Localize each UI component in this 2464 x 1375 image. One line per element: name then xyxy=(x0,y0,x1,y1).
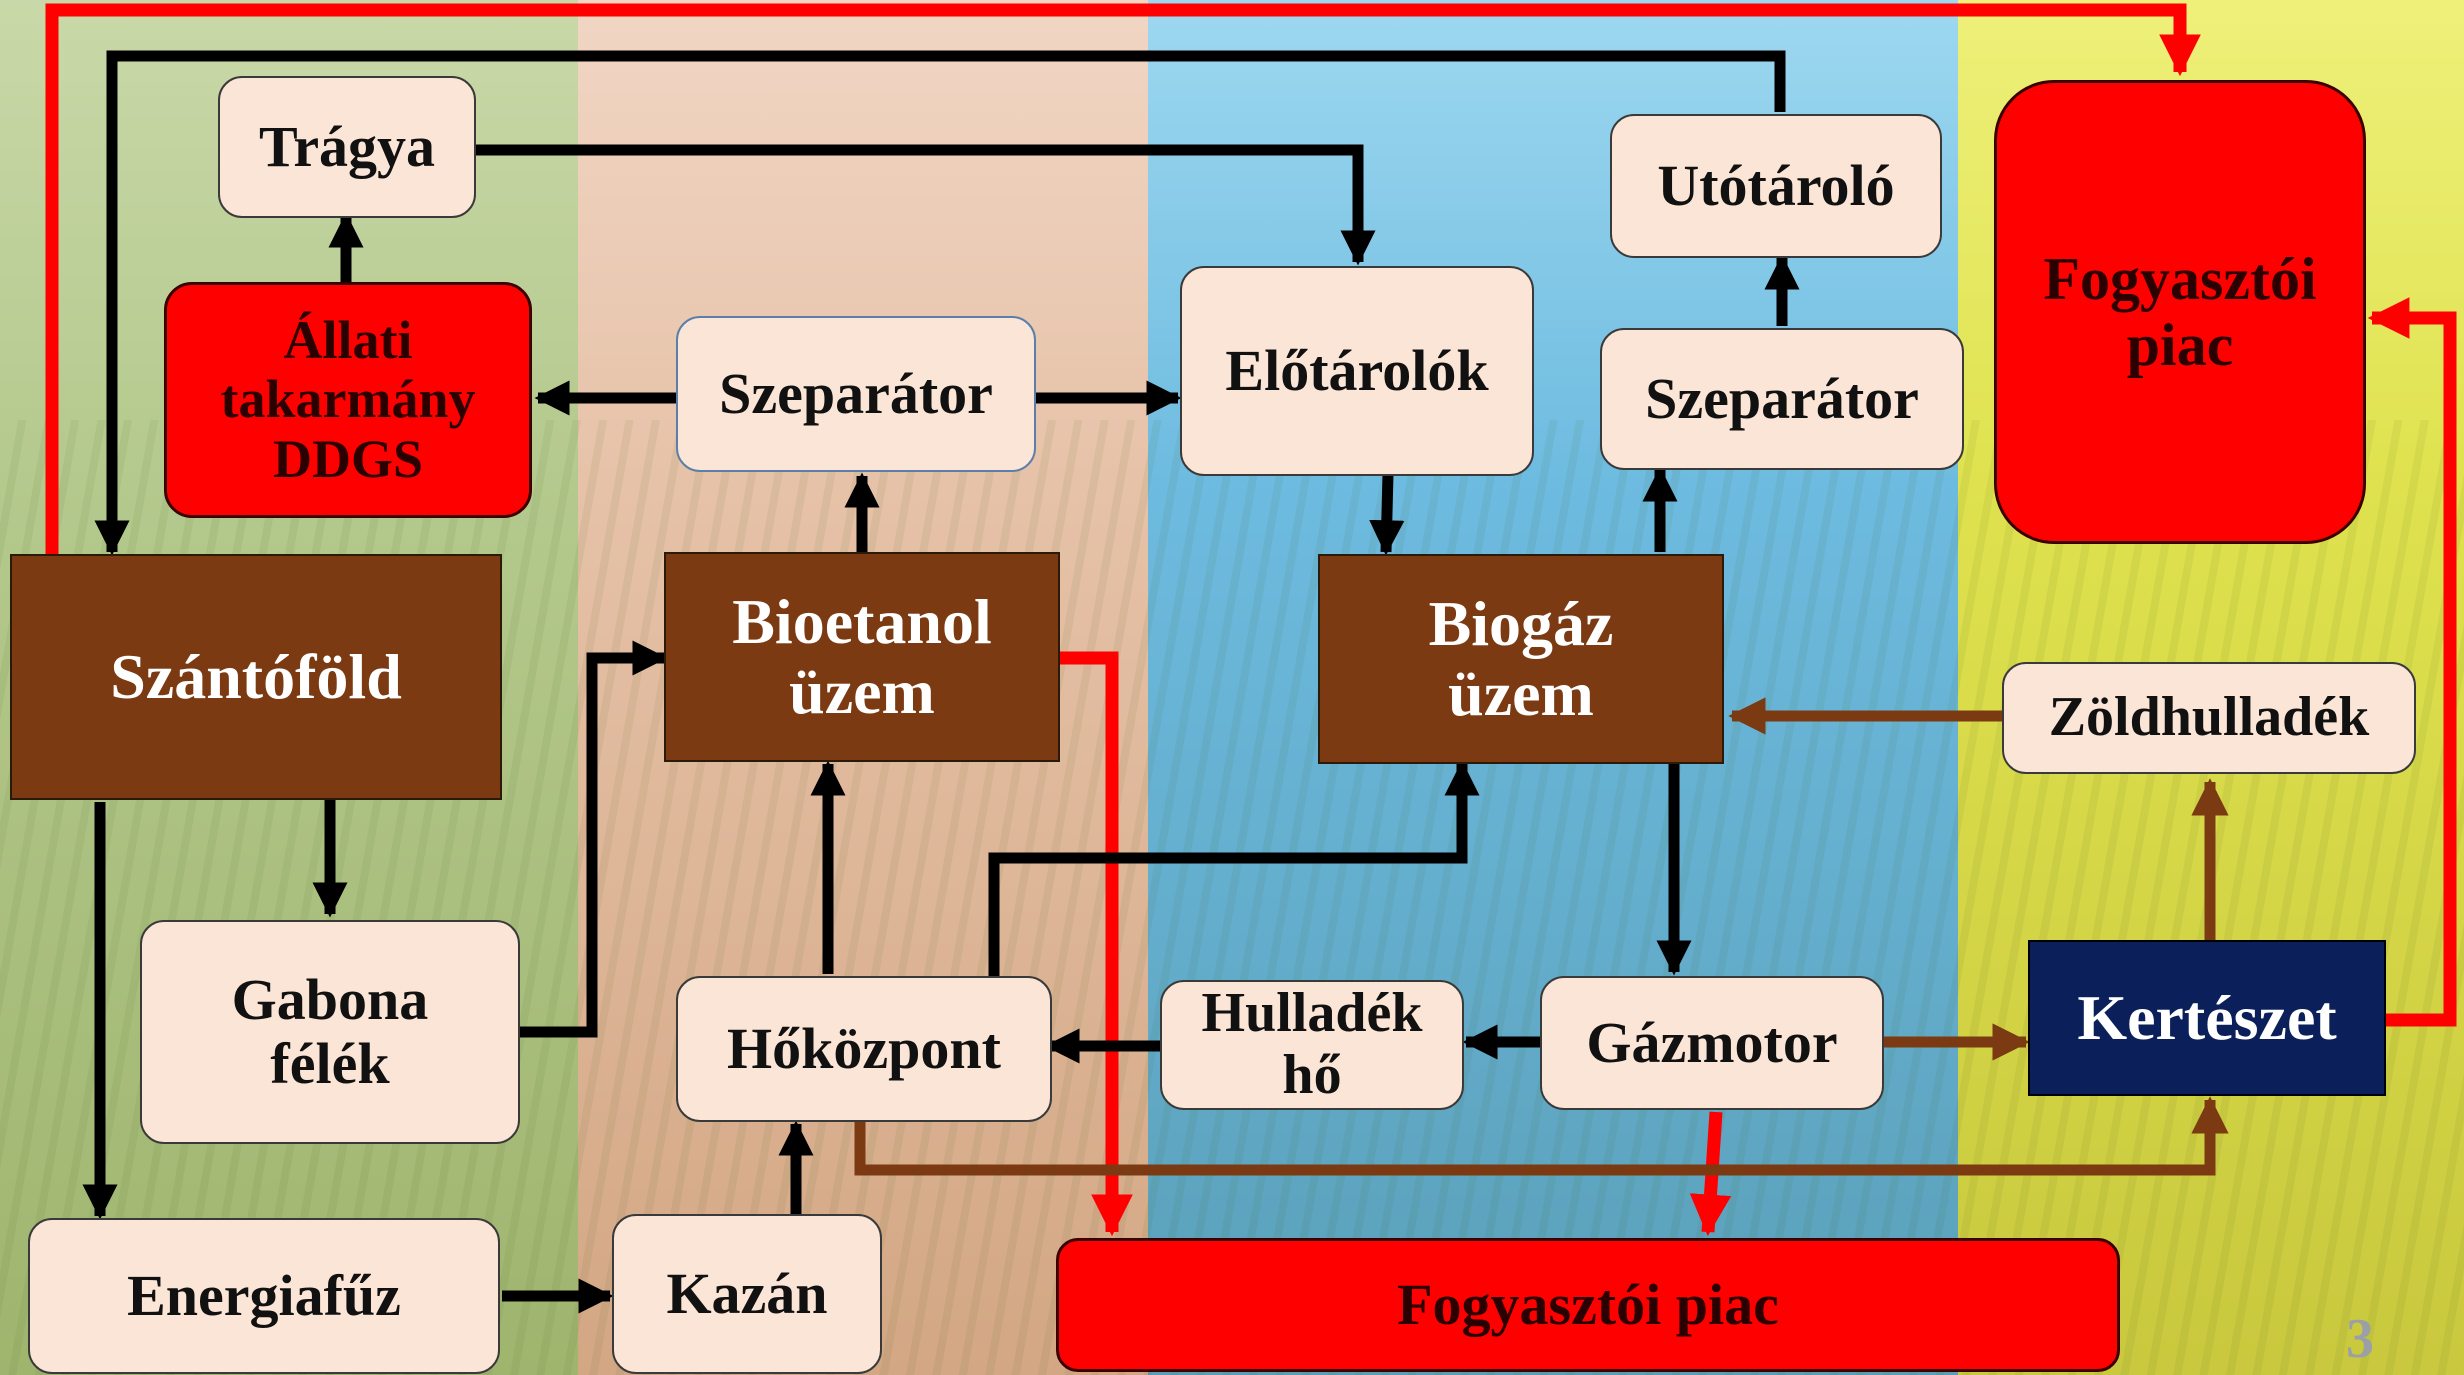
node-gabona-felek: Gabona félék xyxy=(140,920,520,1144)
node-szantofold: Szántóföld xyxy=(10,554,502,800)
arrow-elotarolok-to-biogaz xyxy=(1369,473,1405,556)
node-utotarolo: Utótároló xyxy=(1610,114,1942,258)
arrow-hokozpont-to-biogaz xyxy=(988,760,1480,980)
page-number: 3 xyxy=(2346,1308,2374,1370)
arrow-top-loop-to-szantofold xyxy=(94,50,1786,556)
arrow-tragya-to-elotarolok xyxy=(476,144,1376,266)
node-szeparator-1: Szeparátor xyxy=(676,316,1036,472)
arrow-gabona-to-bioetanol xyxy=(520,640,668,1038)
node-fogyasztoi-piac-top: Fogyasztói piac xyxy=(1994,80,2366,544)
node-tragya: Trágya xyxy=(218,76,476,218)
node-kerteszet: Kertészet xyxy=(2028,940,2386,1096)
node-biogaz-uzem: Biogáz üzem xyxy=(1318,554,1724,764)
node-elotarolok: Előtárolók xyxy=(1180,266,1534,476)
arrow-szantofold-to-fogyasztoi-piac-top xyxy=(45,3,2201,555)
node-szeparator-2: Szeparátor xyxy=(1600,328,1964,470)
node-hulladek-ho: Hulladék hő xyxy=(1160,980,1464,1110)
node-zoldhulladek: Zöldhulladék xyxy=(2002,662,2416,774)
node-gazmotor: Gázmotor xyxy=(1540,976,1884,1110)
node-energiafuz: Energiafűz xyxy=(28,1218,500,1374)
node-kazan: Kazán xyxy=(612,1214,882,1374)
node-hokozpont: Hőközpont xyxy=(676,976,1052,1122)
arrow-kerteszet-to-fogyasztoi-piac-top xyxy=(2367,297,2457,1027)
arrow-hokozpont-to-kerteszet xyxy=(854,1096,2229,1176)
arrow-bioetanol-to-fogyasztoi-piac-bottom xyxy=(1058,651,1133,1237)
node-fogyasztoi-piac-bottom: Fogyasztói piac xyxy=(1056,1238,2120,1372)
node-allati-takarmany: Állati takarmány DDGS xyxy=(164,282,532,518)
node-bioetanol-uzem: Bioetanol üzem xyxy=(664,552,1060,762)
